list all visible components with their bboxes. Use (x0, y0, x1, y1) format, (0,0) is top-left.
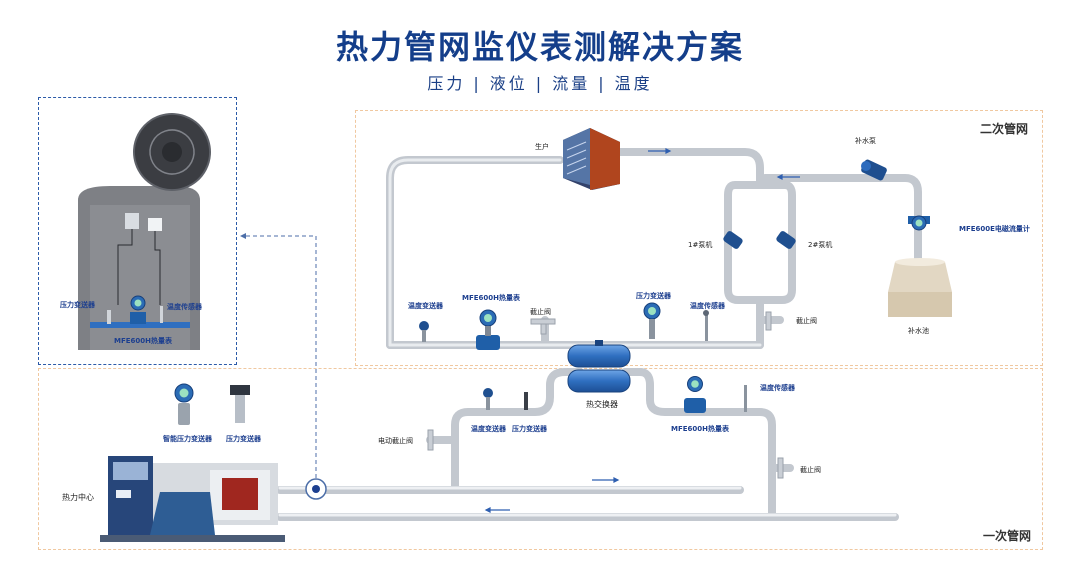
label-heat-exchanger: 热交换器 (586, 400, 618, 409)
detail-view-illustration (78, 113, 211, 350)
primary-network-label: 一次管网 (983, 529, 1032, 543)
subtitle-separator: | (473, 74, 482, 93)
label-temp-transmitter-sec: 温度变送器 (408, 302, 443, 310)
heat-center-machine (100, 456, 285, 542)
label-pump1: 1#泵机 (688, 241, 713, 249)
label-production: 生户 (535, 143, 549, 151)
label-pressure-transmitter-sec: 压力变送器 (636, 292, 671, 300)
label-makeup-pump: 补水泵 (855, 137, 876, 145)
smart-pressure-transmitter-shape (174, 383, 194, 425)
subtitle-level: 液位 (489, 74, 528, 93)
pressure-transmitter-sec-shape (643, 302, 661, 339)
label-detail-temp: 温度传感器 (167, 303, 202, 311)
subtitle-separator: | (598, 74, 607, 93)
label-temp-sensor-pri: 温度传感器 (760, 384, 795, 392)
secondary-network-zone (355, 110, 1043, 366)
temp-sensor-sec-shape (703, 310, 709, 341)
label-shutoff-valve-right: 截止阀 (796, 317, 817, 325)
primary-loop-pipe (276, 368, 899, 521)
subtitle-flow: 流量 (552, 74, 591, 93)
page-subtitle: 压力 | 液位 | 流量 | 温度 (0, 70, 1080, 94)
secondary-loop-pipe-edge (388, 158, 762, 347)
label-electric-valve: 电动截止阀 (378, 437, 413, 445)
valves (427, 311, 784, 479)
label-makeup-pool: 补水池 (908, 327, 929, 335)
temp-transmitter-pri-shape (483, 388, 493, 410)
heatmeter-pri-shape (684, 376, 706, 413)
mfe600e-flowmeter-shape (908, 215, 930, 231)
pump2-shape (776, 231, 796, 249)
makeup-pump-shape (861, 159, 887, 181)
secondary-network-label: 二次管网 (980, 122, 1029, 136)
heatmeter-sec-shape (476, 309, 500, 350)
production-building (563, 128, 620, 190)
primary-network-zone (38, 368, 1043, 550)
label-flowmeter-mfe600e: MFE600E电磁流量计 (959, 225, 1030, 233)
label-heatmeter-pri: MFE600H热量表 (671, 425, 729, 433)
temp-sensor-pri-shape (744, 385, 747, 412)
pipe-junction (305, 478, 327, 500)
detail-view-zone (38, 97, 237, 365)
label-temp-transmitter-pri: 温度变送器 (471, 425, 506, 433)
label-detail-heatmeter: MFE600H热量表 (114, 337, 172, 345)
pressure-transmitter-pri-shape (524, 392, 528, 410)
heat-exchanger (567, 340, 631, 393)
label-temp-sensor-sec: 温度传感器 (690, 302, 725, 310)
label-detail-pressure: 压力变送器 (60, 301, 95, 309)
label-smart-pressure-transmitter: 智能压力变送器 (163, 435, 212, 443)
page-title: 热力管网监仪表测解决方案 (335, 28, 744, 66)
label-heatmeter-sec: MFE600H热量表 (462, 294, 520, 302)
label-shutoff-valve-sec: 截止阀 (530, 308, 551, 316)
pump1-shape (723, 231, 743, 249)
makeup-pool (888, 258, 952, 317)
subtitle-pressure: 压力 (427, 74, 466, 93)
detail-connector (242, 235, 317, 478)
label-shutoff-valve-pri: 截止阀 (800, 466, 821, 474)
label-pressure-transmitter-icon: 压力变送器 (226, 435, 261, 443)
label-heat-center: 热力中心 (62, 493, 94, 502)
subtitle-separator: | (535, 74, 545, 93)
temp-transmitter-sec-shape (419, 321, 429, 342)
pressure-transmitter-icon-shape (230, 385, 250, 423)
label-pressure-transmitter-pri: 压力变送器 (512, 425, 547, 433)
label-pump2: 2#泵机 (808, 241, 833, 249)
flow-arrows (484, 148, 800, 513)
subtitle-temperature: 温度 (614, 74, 653, 93)
